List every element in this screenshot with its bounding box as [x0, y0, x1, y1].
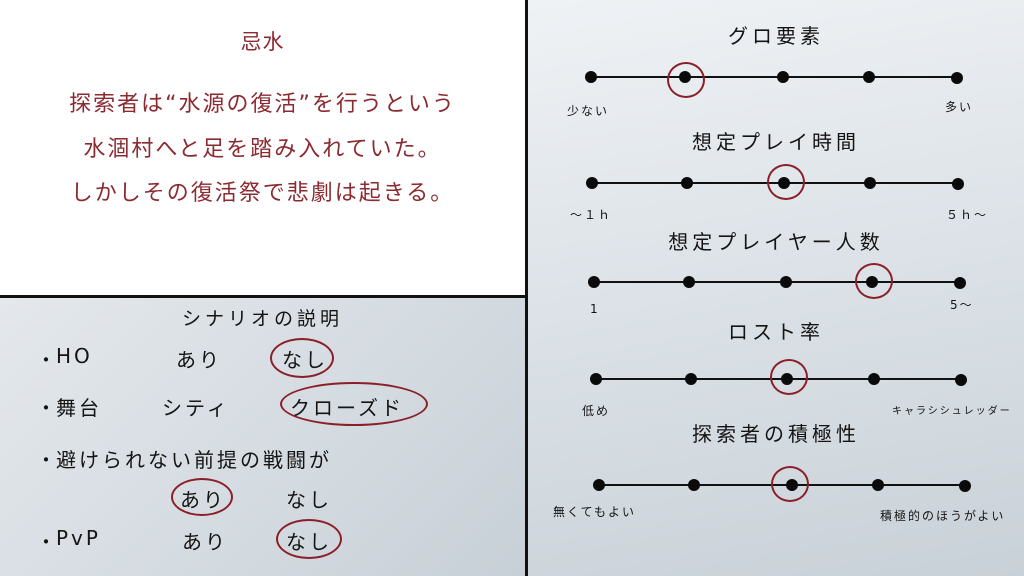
scale-lost-title: ロスト率: [728, 320, 824, 344]
row-stage-option-city[interactable]: シティ: [162, 396, 230, 420]
scale-playtime-title: 想定プレイ時間: [692, 130, 860, 154]
scale-players-track: [594, 281, 961, 283]
scale-gore-point-4[interactable]: [863, 71, 875, 83]
row-stage-bullet: ・: [36, 396, 59, 420]
scale-lost-right-label: キャラシシュレッダー: [892, 406, 1012, 417]
selected-ring: [770, 359, 808, 395]
scale-playtime-point-5[interactable]: [952, 178, 964, 190]
selected-ring: [855, 263, 893, 299]
scale-initiative-title: 探索者の積極性: [692, 422, 860, 446]
scale-gore-title: グロ要素: [728, 24, 824, 48]
scale-playtime-right-label: ５ｈ～: [946, 208, 989, 222]
row-ho-bullet: ・: [36, 348, 59, 372]
row-combat-label: 避けられない前提の戦闘が: [56, 448, 332, 472]
selected-ring: [276, 519, 342, 559]
row-stage-label: 舞台: [56, 396, 102, 420]
row-combat-option-nashi[interactable]: なし: [286, 488, 332, 512]
scale-initiative-point-1[interactable]: [593, 479, 605, 491]
scale-initiative-left-label: 無くてもよい: [553, 505, 637, 519]
row-pvp-option-ari[interactable]: あり: [182, 530, 228, 554]
scale-initiative-point-5[interactable]: [959, 480, 971, 492]
intro-line-1: 探索者は“水源の復活”を行うという: [69, 92, 456, 117]
scale-players-point-3[interactable]: [780, 276, 792, 288]
vertical-divider: [525, 0, 528, 576]
scale-lost-left-label: 低め: [582, 404, 611, 418]
selected-ring: [280, 382, 428, 426]
scale-gore-right-label: 多い: [945, 100, 974, 114]
scale-players-title: 想定プレイヤー人数: [668, 230, 884, 254]
scale-initiative-point-4[interactable]: [872, 479, 884, 491]
row-pvp-label: PvP: [56, 526, 101, 550]
selected-ring: [667, 62, 705, 98]
selected-ring: [771, 466, 809, 502]
row-ho-label: HO: [56, 344, 93, 368]
scale-playtime-left-label: ～１ｈ: [570, 208, 613, 222]
scale-playtime-point-2[interactable]: [681, 177, 693, 189]
row-ho-option-ari[interactable]: あり: [176, 348, 222, 372]
intro-line-2: 水涸村へと足を踏み入れていた。: [83, 137, 442, 162]
scale-gore-point-5[interactable]: [951, 72, 963, 84]
scale-lost-point-4[interactable]: [868, 373, 880, 385]
scale-players-left-label: 1: [590, 302, 600, 316]
scale-lost-point-1[interactable]: [590, 373, 602, 385]
scale-players-point-5[interactable]: [954, 277, 966, 289]
scale-players-point-1[interactable]: [588, 276, 600, 288]
description-title: シナリオの説明: [181, 308, 343, 330]
scale-players-point-2[interactable]: [683, 276, 695, 288]
scale-playtime-point-4[interactable]: [864, 177, 876, 189]
scale-initiative-point-2[interactable]: [688, 479, 700, 491]
scale-gore-left-label: 少ない: [567, 104, 610, 118]
scale-gore-point-3[interactable]: [777, 71, 789, 83]
description-panel: [0, 298, 525, 576]
scale-players-right-label: 5～: [950, 298, 974, 312]
row-combat-bullet: ・: [36, 448, 59, 472]
scale-playtime-point-1[interactable]: [586, 177, 598, 189]
intro-line-3: しかしその復活祭で悲劇は起きる。: [70, 181, 455, 206]
intro-panel: [0, 0, 525, 295]
scale-initiative-right-label: 積極的のほうがよい: [880, 509, 1006, 523]
horizontal-divider: [0, 295, 527, 298]
scenario-title: 忌水: [240, 30, 285, 54]
scale-gore-point-1[interactable]: [585, 71, 597, 83]
selected-ring: [270, 338, 334, 378]
selected-ring: [171, 478, 233, 516]
scale-lost-point-2[interactable]: [685, 373, 697, 385]
selected-ring: [767, 164, 805, 200]
scale-gore-track: [591, 76, 958, 78]
scale-lost-point-5[interactable]: [955, 374, 967, 386]
row-pvp-bullet: ・: [36, 530, 59, 554]
